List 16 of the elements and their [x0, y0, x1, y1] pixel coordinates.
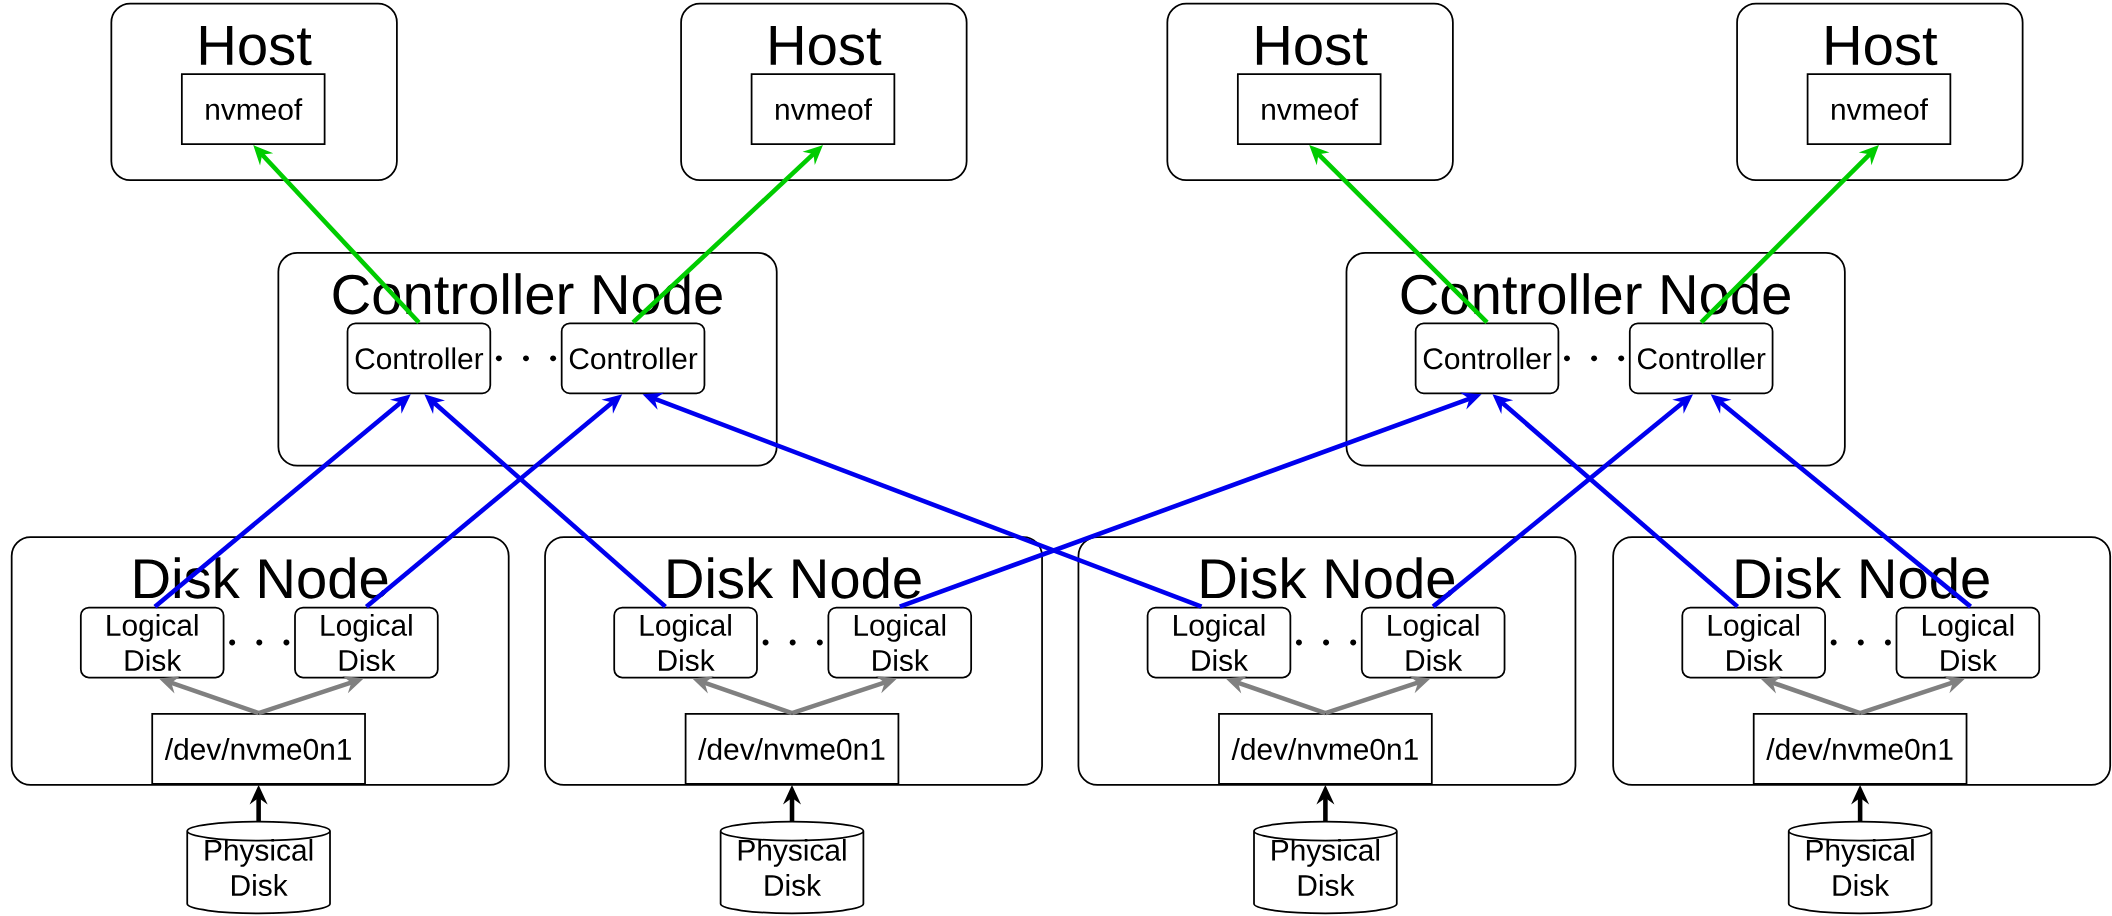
device-box: /dev/nvme0n1 — [1752, 713, 1968, 785]
protocol-box: nvmeof — [750, 73, 896, 146]
controller-box: Controller — [1628, 322, 1774, 395]
protocol-box: nvmeof — [1806, 73, 1952, 146]
device-box: /dev/nvme0n1 — [1218, 713, 1433, 785]
disk-cylinder: Physical Disk — [719, 820, 865, 915]
device-box: /dev/nvme0n1 — [684, 713, 900, 785]
disk-cylinder: Physical Disk — [1253, 820, 1398, 915]
device-box: /dev/nvme0n1 — [151, 713, 366, 785]
controller-box: Controller — [560, 322, 706, 395]
disk-cylinder: Physical Disk — [186, 820, 331, 915]
controller-box: Controller — [1414, 322, 1560, 395]
disk-cylinder: Physical Disk — [1787, 820, 1933, 915]
protocol-box: nvmeof — [1236, 73, 1382, 146]
protocol-box: nvmeof — [180, 73, 326, 146]
controller-box: Controller — [346, 322, 492, 395]
